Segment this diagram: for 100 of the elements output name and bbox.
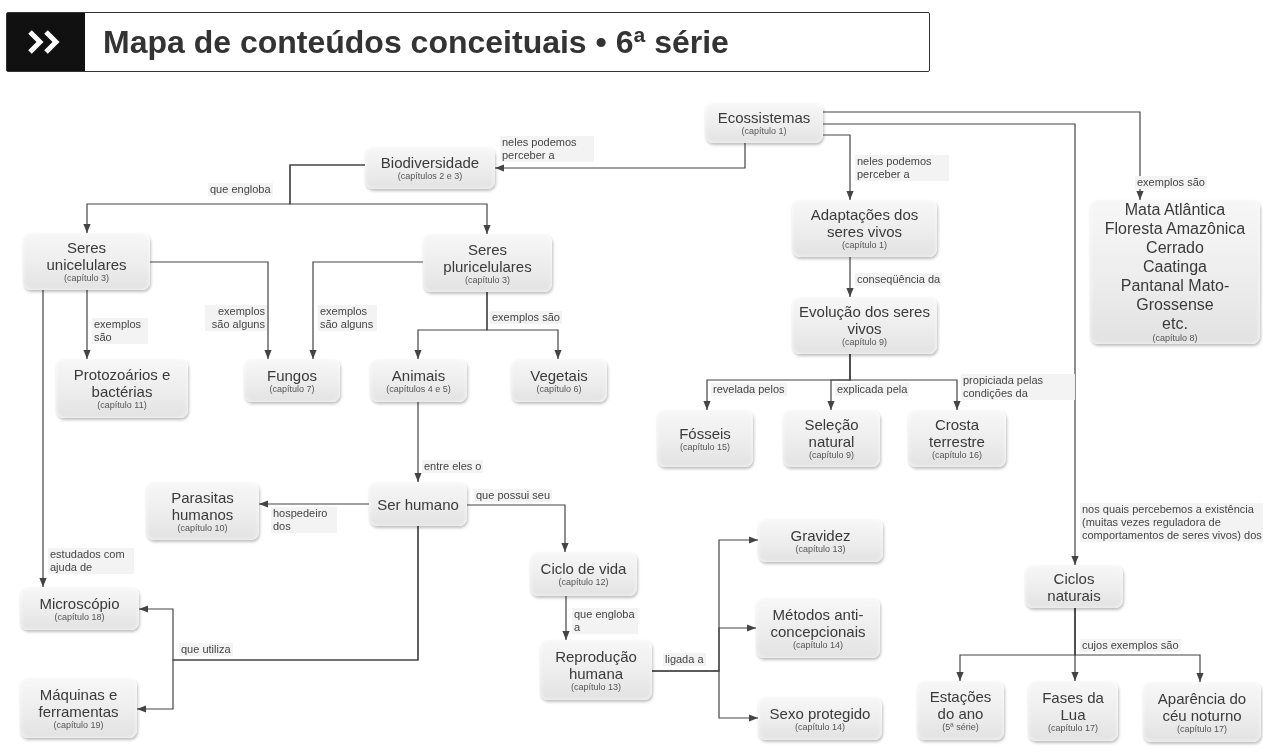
- chapter-note: (capítulo 16): [932, 450, 982, 461]
- chapter-note: (capítulo 11): [97, 400, 147, 411]
- concept-name: Biodiversidade: [380, 154, 480, 171]
- concept-name: Ciclo de vida: [540, 560, 627, 577]
- concept-name: Métodos anti-concepcionais: [769, 605, 867, 640]
- concept-box: [1143, 682, 1261, 742]
- connector-arrow: [562, 595, 570, 641]
- concept-box: [540, 640, 652, 700]
- edge-label: exemplos são: [92, 318, 148, 344]
- concept-name: Ser humano: [377, 495, 459, 513]
- chapter-note: (capítulo 10): [177, 522, 228, 534]
- concept-box: [756, 598, 880, 658]
- chapter-note: (capítulo 3): [465, 274, 510, 286]
- connector-arrow: [414, 401, 422, 483]
- concept-box: [370, 359, 467, 402]
- chapter-note: (capítulos 2 e 3): [397, 171, 463, 182]
- concept-name: Estações do ano: [928, 688, 993, 722]
- connector-arrow: [466, 504, 569, 553]
- concept-box: [783, 410, 880, 467]
- connector-arrow: [486, 291, 562, 360]
- concept-box: [23, 233, 150, 290]
- connector-arrow: [83, 289, 91, 360]
- concept-name: Seleção natural: [803, 416, 860, 450]
- concept-box: [511, 359, 607, 402]
- edge-label: entre eles o: [422, 460, 484, 473]
- concept-name: etc.: [1162, 314, 1188, 333]
- chapter-note: (capítulo 6): [536, 383, 582, 395]
- concept-box: [20, 678, 137, 738]
- edge-label: que engloba: [208, 183, 273, 196]
- chapter-note: (capítulo 9): [809, 450, 854, 461]
- concept-box: [423, 234, 552, 292]
- concept-box: [146, 482, 259, 540]
- chapter-note: (capítulo 15): [680, 441, 730, 453]
- concept-box: [1025, 565, 1123, 608]
- connector-arrow: [149, 261, 272, 360]
- concept-box: [758, 697, 882, 740]
- edge-label: exemplos são alguns: [205, 305, 267, 331]
- concept-name: Cerrado: [1146, 238, 1204, 257]
- edge-label: nos quais percebemos a existência (muitas vezes reguladora de comportamentos de seres vivos) dos: [1080, 503, 1263, 542]
- concept-name: Animais: [391, 366, 446, 384]
- chapter-note: (capítulo 1): [842, 240, 887, 251]
- connector-arrow: [822, 123, 1079, 566]
- chapter-note: (capítulo 7): [269, 383, 315, 395]
- concept-box: [908, 410, 1006, 467]
- concept-box: [365, 147, 495, 189]
- chapter-note: (capítulo 13): [571, 681, 621, 693]
- connector-arrow: [651, 670, 759, 722]
- edge-label: neles podemos perceber a: [855, 155, 949, 181]
- chapter-note: (capítulo 19): [53, 719, 104, 731]
- concept-name: Gravidez: [790, 526, 851, 544]
- concept-name: Caatinga: [1142, 257, 1207, 276]
- connector-arrow: [258, 500, 370, 508]
- concept-name: Reprodução humana: [554, 647, 638, 682]
- concept-box: [244, 359, 340, 402]
- concept-name: Seres unicelulares: [45, 239, 128, 273]
- edge-label: conseqüência da: [855, 273, 943, 286]
- chapter-note: (capítulo 13): [795, 543, 846, 555]
- concept-name: Floresta Amazônica: [1104, 219, 1246, 238]
- edge-label: estudados com ajuda de: [48, 548, 134, 574]
- concept-box: [792, 200, 937, 257]
- concept-box: [758, 519, 883, 562]
- edge-label: hospedeiro dos: [271, 507, 337, 533]
- concept-name: Aparência do céu noturno: [1156, 689, 1248, 724]
- concept-name: Sexo protegido: [769, 704, 871, 722]
- edge-label: exemplos são: [490, 311, 562, 324]
- concept-box: [1028, 681, 1118, 741]
- concept-name: Fósseis: [679, 424, 731, 442]
- chapter-note: (capítulo 9): [842, 337, 887, 348]
- concept-box: [657, 410, 753, 467]
- concept-name: Crosta terrestre: [928, 416, 986, 450]
- concept-box: [369, 482, 467, 526]
- edge-label: revelada pelos: [711, 383, 787, 396]
- chapter-note: (capítulo 17): [1177, 723, 1227, 735]
- edge-label: que utiliza: [179, 643, 233, 656]
- concept-name: Parasitas humanos: [170, 488, 235, 523]
- edge-label: neles podemos perceber a: [500, 136, 594, 162]
- edge-label: que possui seu: [474, 489, 552, 502]
- concept-box: [917, 681, 1004, 740]
- chapter-note: (capítulo 8): [1152, 333, 1198, 344]
- connector-arrow: [136, 525, 419, 713]
- connector-arrow: [822, 111, 1144, 201]
- concept-name: Protozoários e bactérias: [72, 366, 172, 400]
- edge-label: que engloba a: [572, 608, 638, 634]
- connector-arrow: [1074, 607, 1204, 683]
- concept-name: Adaptações dos seres vivos: [809, 206, 920, 240]
- concept-name: Ciclos naturais: [1046, 569, 1102, 604]
- chapter-note: (capítulo 17): [1048, 722, 1098, 734]
- chapter-note: (capítulo 14): [795, 721, 845, 733]
- connector-arrow: [309, 261, 424, 360]
- concept-box: [792, 297, 937, 354]
- concept-box: [56, 359, 188, 418]
- chapter-note: (5ª série): [942, 722, 979, 733]
- diagram-title: Mapa de conteúdos conceituais • 6ª série: [103, 23, 729, 61]
- connector-arrow: [822, 134, 854, 201]
- concept-name: Mata Atlântica: [1124, 200, 1226, 219]
- concept-box: [20, 587, 139, 630]
- concept-box: [705, 103, 823, 143]
- chapter-note: (capítulos 4 e 5): [386, 383, 451, 395]
- edge-label: propiciada pelas condições da: [961, 374, 1075, 400]
- connector-arrow: [289, 164, 491, 235]
